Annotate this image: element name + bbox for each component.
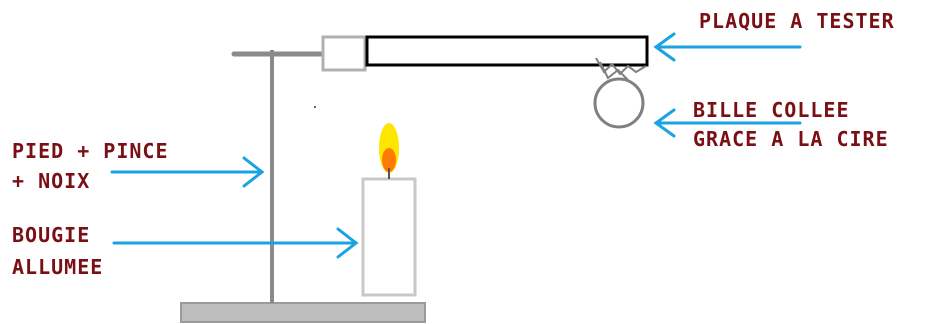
ball: [593, 77, 645, 129]
label-bille-line1: BILLE COLLEE: [693, 98, 850, 122]
flame-inner: [382, 148, 396, 172]
label-bougie-line1: BOUGIE: [12, 223, 90, 247]
arrow-bougie: [112, 227, 359, 259]
test-plate: [365, 35, 649, 67]
label-pied-line2: + NOIX: [12, 169, 90, 193]
stray-dot: [314, 106, 316, 108]
stand-base: [180, 302, 426, 323]
arrow-bille: [653, 108, 802, 138]
clamp-square: [321, 35, 367, 72]
arrow-pied: [110, 156, 265, 188]
arrow-plaque: [653, 32, 802, 62]
label-plaque: PLAQUE A TESTER: [699, 9, 895, 33]
label-bille-line2: GRACE A LA CIRE: [693, 127, 889, 151]
candle: [361, 177, 417, 297]
wax-blob: [595, 57, 647, 81]
label-pied-line1: PIED + PINCE: [12, 139, 169, 163]
label-bougie-line2: ALLUMEE: [12, 255, 103, 279]
